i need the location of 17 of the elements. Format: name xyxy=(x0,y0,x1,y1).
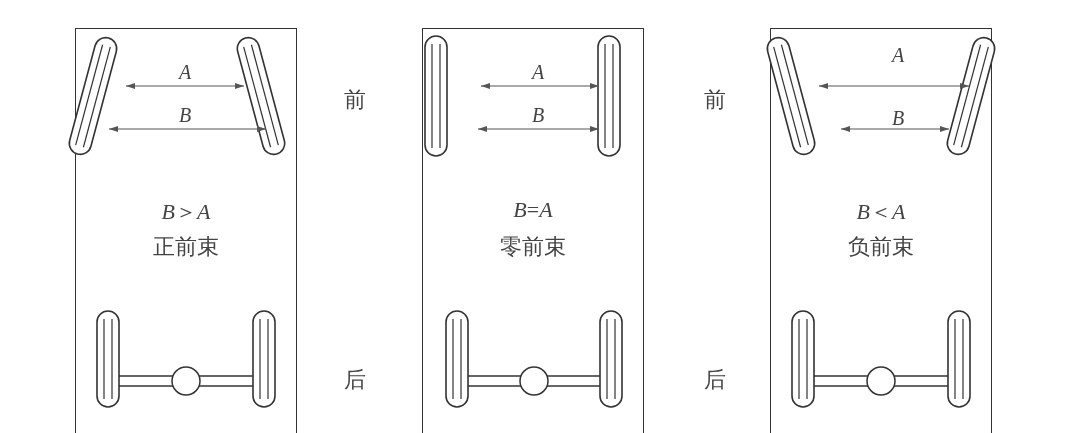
caption-text: 零前束 xyxy=(499,233,567,261)
direction-label: 后 xyxy=(704,366,726,394)
dimension-label: A xyxy=(891,43,905,67)
formula-text: B＜A xyxy=(855,198,907,226)
dimension-label: B xyxy=(178,103,192,127)
caption-text: 负前束 xyxy=(847,233,915,261)
direction-label: 前 xyxy=(344,86,366,114)
caption-text: 正前束 xyxy=(152,233,220,261)
direction-label: 前 xyxy=(704,86,726,114)
vehicle-outline xyxy=(422,28,644,433)
dimension-label: A xyxy=(531,60,545,84)
dimension-label: B xyxy=(891,106,905,130)
formula-text: B＞A xyxy=(160,198,212,226)
dimension-label: A xyxy=(178,60,192,84)
direction-label: 后 xyxy=(344,366,366,394)
formula-text: B=A xyxy=(512,197,554,223)
dimension-label: B xyxy=(531,103,545,127)
